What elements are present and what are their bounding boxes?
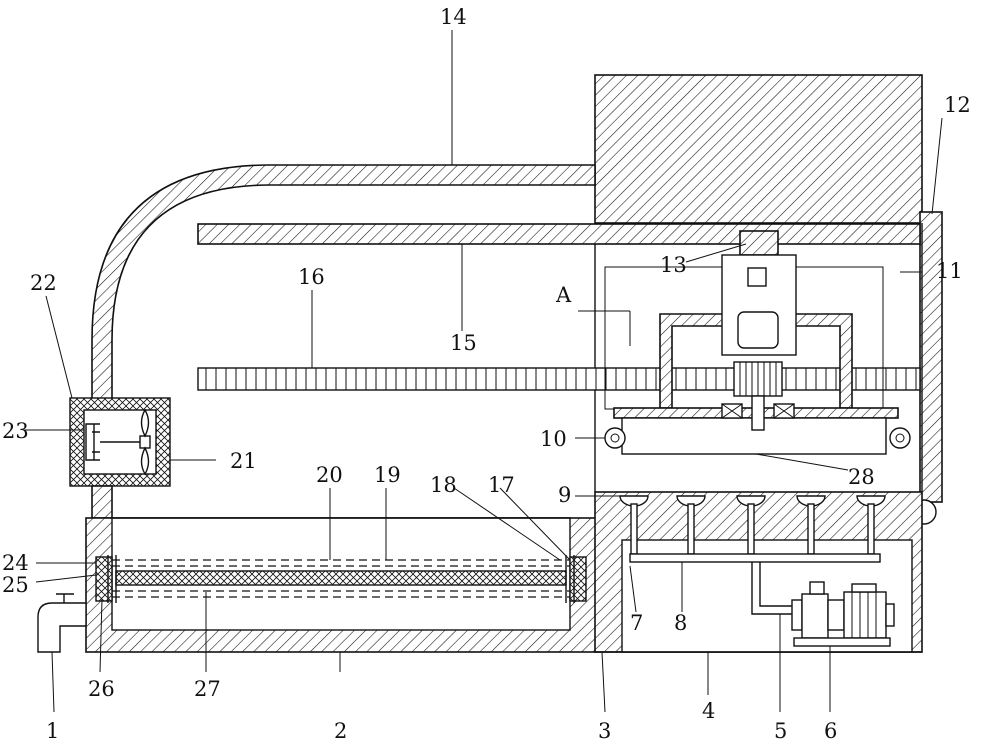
label-15: 15 [450,331,477,355]
label-14: 14 [440,5,467,29]
left-roller-axle [610,433,620,443]
label-27: 27 [194,677,221,701]
motor-window [747,267,767,287]
label-7: 7 [630,611,643,635]
label-23: 23 [2,419,29,443]
label-22: 22 [30,271,57,295]
label-25: 25 [2,573,29,597]
feed-pipe [751,562,795,615]
label-12: 12 [944,93,971,117]
fan-hub [139,435,151,449]
top-housing [594,74,923,224]
rack-teeth [205,368,917,390]
label-28: 28 [848,465,875,489]
label-2: 2 [334,719,347,743]
duct-lower [91,485,113,519]
label-9: 9 [558,483,571,507]
label-24: 24 [2,551,29,575]
label-A: A [555,283,572,307]
right-side-wall [919,211,943,503]
right-roller-axle [895,433,905,443]
label-17: 17 [488,473,515,497]
air-duct [91,164,596,401]
left-seal [95,556,113,602]
fan-motor-icon [85,423,100,461]
motor-body [737,311,779,349]
label-16: 16 [298,265,325,289]
water-pump [791,581,895,647]
motor-mount [739,230,779,256]
label-6: 6 [824,719,837,743]
bearing-left-x [721,403,743,419]
label-5: 5 [774,719,787,743]
leader-lines [24,30,943,713]
label-26: 26 [88,677,115,701]
label-20: 20 [316,463,343,487]
right-seal [569,556,587,602]
label-13: 13 [660,253,687,277]
label-10: 10 [540,427,567,451]
label-1: 1 [46,719,59,743]
bearing-right-x [773,403,795,419]
label-4: 4 [702,699,715,723]
filter-screen [115,570,567,586]
label-19: 19 [374,463,401,487]
top-rail [197,223,921,245]
right-roller [889,427,911,449]
label-18: 18 [430,473,457,497]
manifold-pipe [629,553,881,563]
label-11: 11 [936,259,963,283]
label-21: 21 [230,449,257,473]
fan-blade-icon [140,408,150,476]
gear-teeth [739,362,777,396]
left-roller [604,427,626,449]
motor-shaft [751,395,765,431]
drain-pipe [37,602,87,653]
label-3: 3 [598,719,611,743]
label-8: 8 [674,611,687,635]
